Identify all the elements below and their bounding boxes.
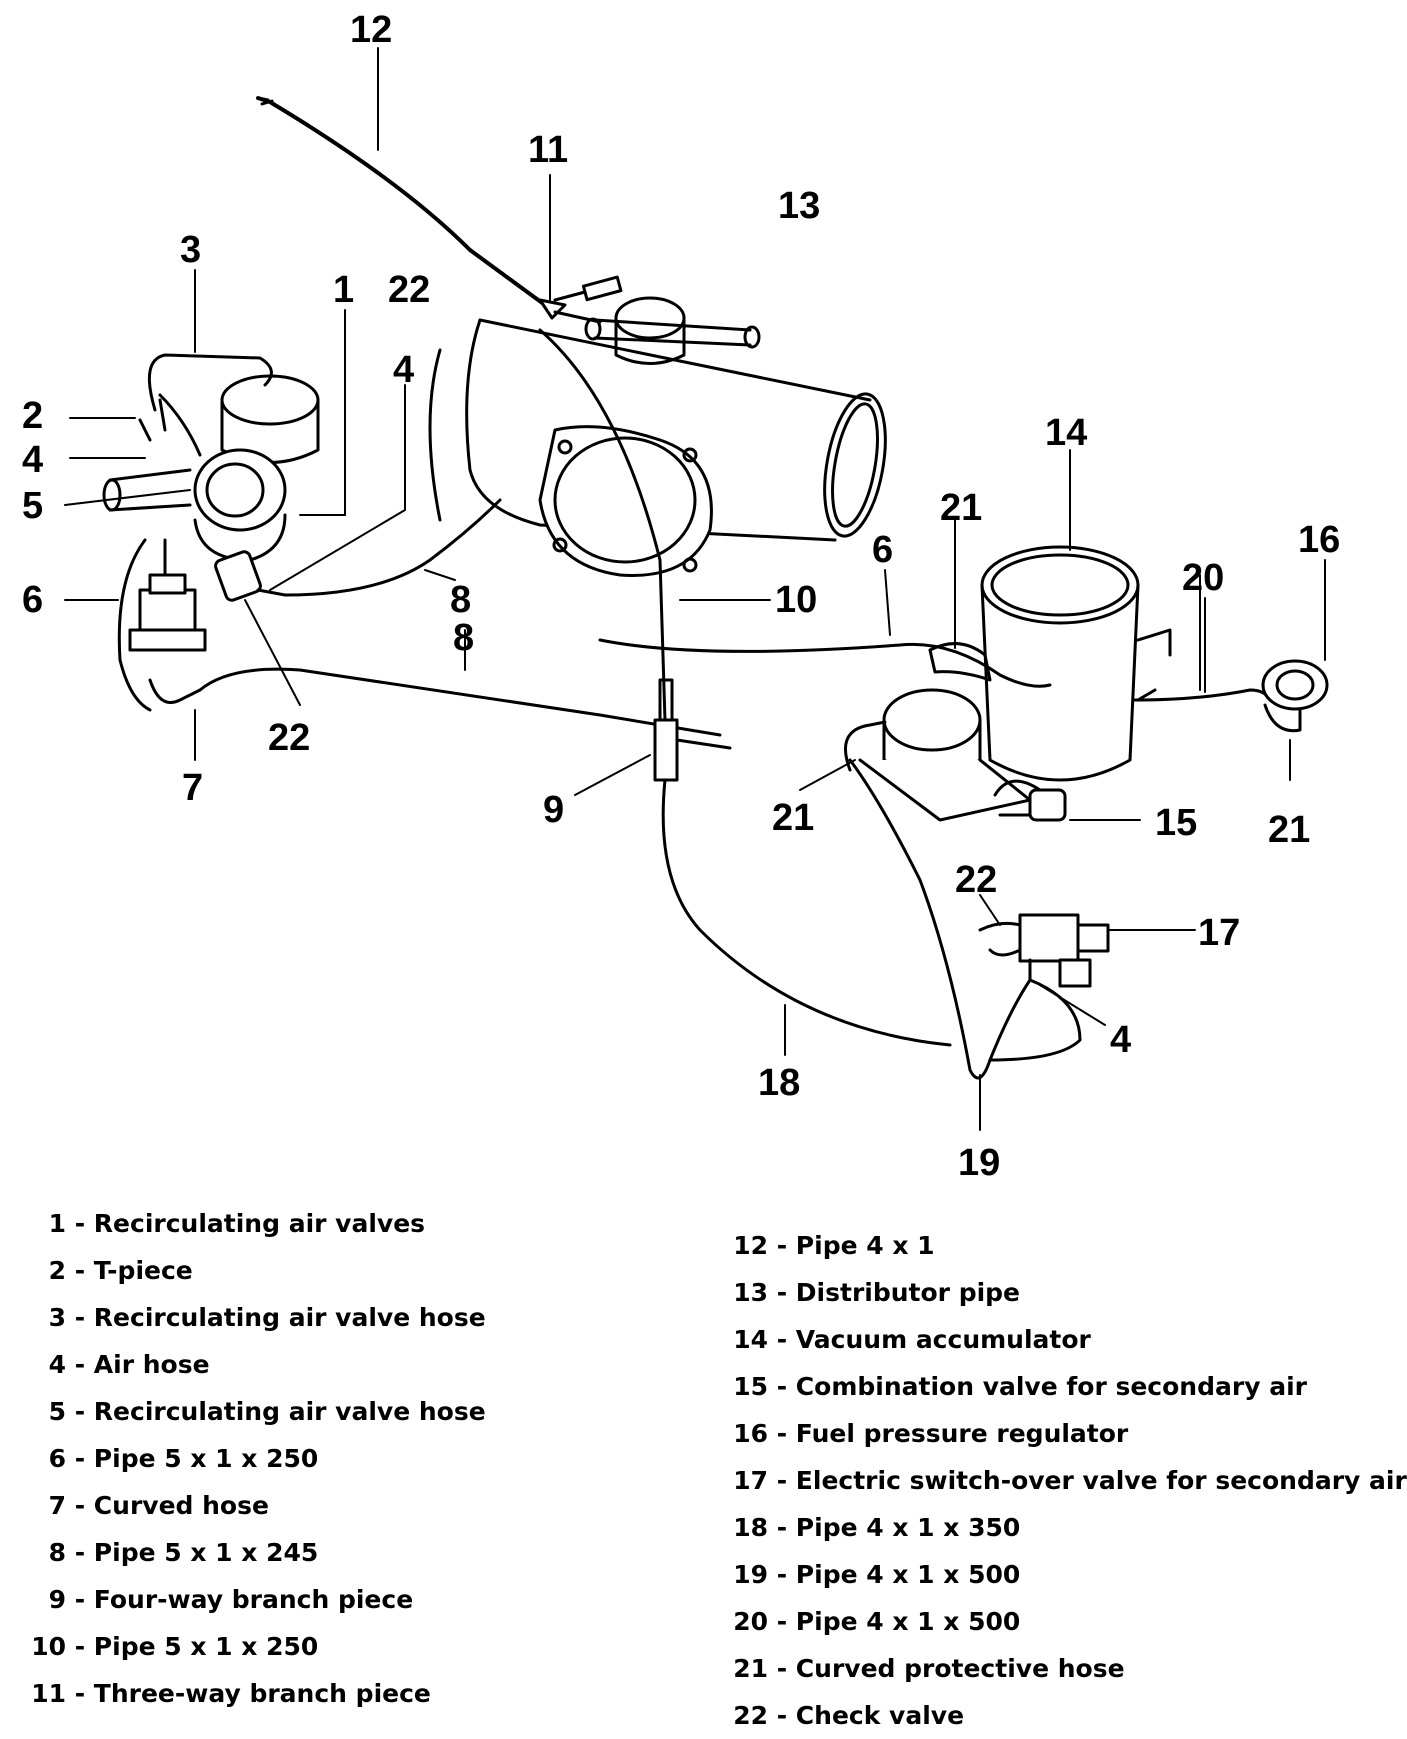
callout-5: 5	[22, 485, 43, 527]
legend-item-21: 21 - Curved protective hose	[733, 1654, 1125, 1683]
callout-15: 15	[1155, 802, 1197, 844]
hose-5	[158, 393, 202, 457]
legend-item-18: 18 - Pipe 4 x 1 x 350	[733, 1513, 1021, 1542]
callout-4-top: 4	[393, 349, 414, 391]
legend-item-6: 6 - Pipe 5 x 1 x 250	[48, 1444, 319, 1473]
curved-protective-hose-top	[928, 642, 992, 682]
callout-8-mid: 8	[453, 617, 474, 659]
legend-item-5: 5 - Recirculating air valve hose	[48, 1397, 486, 1426]
legend-item-14: 14 - Vacuum accumulator	[733, 1325, 1091, 1354]
callout-22-lower: 22	[955, 859, 997, 901]
legend-item-10: 10 - Pipe 5 x 1 x 250	[31, 1632, 319, 1661]
hose-3	[147, 353, 273, 412]
callout-17: 17	[1198, 912, 1240, 954]
distributor-t-fitting	[584, 296, 761, 365]
callout-16: 16	[1298, 519, 1340, 561]
legend-item-8: 8 - Pipe 5 x 1 x 245	[48, 1538, 319, 1567]
legend-item-15: 15 - Combination valve for secondary air	[733, 1372, 1307, 1401]
callout-21-top: 21	[940, 487, 982, 529]
legend-right: 12 - Pipe 4 x 1 13 - Distributor pipe 14…	[730, 1222, 1407, 1739]
t-piece	[138, 398, 167, 442]
check-valve-left	[214, 550, 287, 602]
callout-10: 10	[775, 579, 817, 621]
callout-3: 3	[180, 229, 201, 271]
curved-hose-7	[148, 678, 202, 704]
three-way-branch-piece	[538, 275, 623, 324]
legend-item-9: 9 - Four-way branch piece	[48, 1585, 414, 1614]
legend-item-12: 12 - Pipe 4 x 1	[733, 1231, 935, 1260]
callout-13: 13	[778, 185, 820, 227]
legend-item-16: 16 - Fuel pressure regulator	[733, 1419, 1129, 1448]
callout-8-top: 8	[450, 579, 471, 621]
pipe-12	[256, 96, 547, 307]
callout-7: 7	[182, 767, 203, 809]
pipe-10	[538, 328, 667, 722]
legend-item-17: 17 - Electric switch-over valve for seco…	[733, 1466, 1407, 1495]
legend-item-7: 7 - Curved hose	[48, 1491, 269, 1520]
fuel-pressure-regulator	[1261, 659, 1329, 711]
leader-lines	[64, 47, 1326, 1131]
callout-9: 9	[543, 789, 564, 831]
pipe-8-upper	[283, 498, 502, 597]
legend-item-3: 3 - Recirculating air valve hose	[48, 1303, 486, 1332]
callout-21-right: 21	[1268, 809, 1310, 851]
vacuum-accumulator	[980, 545, 1172, 782]
callout-19: 19	[958, 1142, 1000, 1184]
legend-item-11: 11 - Three-way branch piece	[31, 1679, 431, 1708]
pipe-19	[848, 758, 1032, 1080]
legend-left: 1 - Recirculating air valves 2 - T-piece…	[28, 1200, 486, 1717]
callout-21-mid: 21	[772, 797, 814, 839]
pipe-6-left	[117, 538, 152, 712]
legend-item-2: 2 - T-piece	[48, 1256, 193, 1285]
small-valve-left	[128, 538, 207, 652]
throttle-flange	[538, 425, 713, 577]
electric-switch-over-valve	[1018, 913, 1110, 988]
callout-4-lower: 4	[1110, 1019, 1131, 1061]
callout-2: 2	[22, 395, 43, 437]
callout-22-top: 22	[388, 269, 430, 311]
pipe-8	[198, 667, 722, 737]
callout-20: 20	[1182, 557, 1224, 599]
callout-6-right: 6	[872, 529, 893, 571]
legend-item-13: 13 - Distributor pipe	[733, 1278, 1021, 1307]
legend-item-4: 4 - Air hose	[48, 1350, 210, 1379]
recirculating-air-valves	[102, 374, 320, 562]
legend-item-19: 19 - Pipe 4 x 1 x 500	[733, 1560, 1021, 1589]
callout-14: 14	[1045, 412, 1087, 454]
callout-12: 12	[350, 9, 392, 51]
air-hose-4-lower	[988, 978, 1082, 1062]
pipe-18	[661, 778, 952, 1047]
pipe-12-end	[256, 96, 274, 106]
callout-22-left: 22	[268, 717, 310, 759]
callout-1: 1	[333, 269, 354, 311]
vacuum-hose-diagram: 12 11 13 3 1 22 4 2 4 5 14 21 16 6 20 8 …	[22, 9, 1340, 1184]
check-valve-lower	[978, 921, 1022, 957]
legend-item-20: 20 - Pipe 4 x 1 x 500	[733, 1607, 1021, 1636]
callout-4-left: 4	[22, 439, 43, 481]
callout-11: 11	[528, 129, 568, 171]
pipe-joint-9	[658, 678, 674, 722]
curved-protective-hose-16	[1263, 703, 1302, 733]
pipe-6-right	[598, 638, 1052, 688]
callout-6-left: 6	[22, 579, 43, 621]
legend-item-1: 1 - Recirculating air valves	[48, 1209, 426, 1238]
combination-valve-secondary-air	[858, 688, 1067, 822]
curved-protective-hose-bottom	[844, 720, 887, 772]
callout-18: 18	[758, 1062, 800, 1104]
legend-item-22: 22 - Check valve	[733, 1701, 965, 1730]
